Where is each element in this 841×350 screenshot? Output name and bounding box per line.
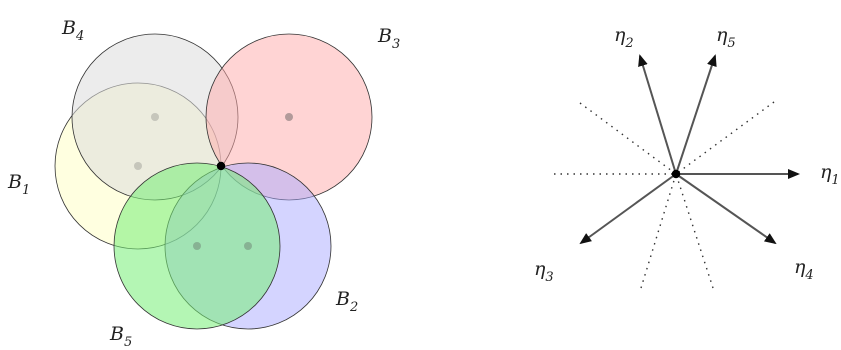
- arrow-eta5: [675, 54, 717, 175]
- label-eta1: η1: [820, 161, 840, 188]
- arrow-eta4: [675, 173, 777, 245]
- center-b4: [151, 113, 159, 121]
- arrow-eta3: [579, 173, 677, 245]
- label-eta2: η2: [614, 24, 634, 51]
- dotted-line-sw: [640, 173, 677, 289]
- center-b2: [244, 242, 252, 250]
- base-point: [671, 169, 681, 179]
- arrow-eta2: [638, 54, 677, 175]
- dotted-line-ne: [675, 101, 775, 175]
- balls-diagram: B4 B3 B1 B2 B5: [7, 17, 400, 350]
- center-b3: [285, 113, 293, 121]
- dotted-line-nw: [579, 102, 677, 175]
- label-eta4: η4: [794, 256, 814, 283]
- label-b1: B1: [7, 171, 30, 198]
- dotted-line-s: [675, 173, 714, 289]
- common-point: [216, 161, 226, 171]
- label-b3: B3: [377, 25, 400, 52]
- label-eta5: η5: [716, 24, 736, 51]
- label-eta3: η3: [534, 258, 554, 285]
- label-b4: B4: [61, 17, 84, 44]
- center-b5: [193, 242, 201, 250]
- ball-b5: [113, 162, 281, 330]
- center-b1: [134, 162, 142, 170]
- label-b5: B5: [109, 323, 132, 350]
- label-b2: B2: [335, 288, 358, 315]
- vectors-diagram: η2 η5 η1 η3 η4: [534, 24, 840, 289]
